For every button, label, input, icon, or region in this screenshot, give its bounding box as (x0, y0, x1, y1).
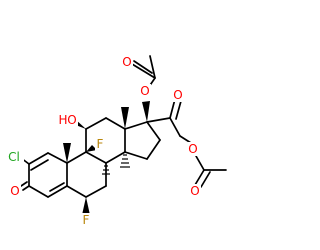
bond-acetate-c-methyl (149, 55, 156, 79)
bond-c20-c21 (169, 117, 181, 137)
svg-text:O: O (190, 184, 199, 198)
svg-text:O: O (188, 142, 197, 156)
bond-c15-c14 (124, 151, 148, 160)
molecule-structure: Cl O F F H O O O O O O (6, 55, 227, 227)
atom-f-9: F (95, 137, 106, 151)
atom-o-carbonyl-17: O (122, 55, 133, 69)
bond-c20-o-inner (175, 100, 182, 120)
bond-c9-c10 (66, 151, 87, 164)
bond-c6-f (82, 197, 90, 215)
ring-d (124, 121, 161, 160)
atom-o-carbonyl-21: O (190, 184, 201, 198)
bond-c3-o-inner (20, 181, 28, 187)
svg-text:F: F (97, 137, 104, 151)
ring-b (66, 151, 107, 198)
atom-cl: Cl (6, 149, 24, 164)
bond-c3-o (22, 185, 30, 191)
bond-c13-c17 (124, 121, 148, 130)
bond-c4-c5-inner (49, 182, 65, 192)
svg-text:O: O (122, 55, 131, 69)
bond-c16-c15 (146, 139, 161, 160)
bond-c8-c9 (85, 151, 107, 164)
bond-acetate2-c-o (194, 169, 205, 186)
ring-a (20, 152, 68, 198)
svg-text:O: O (67, 113, 76, 127)
bond-c8-h (102, 165, 110, 175)
svg-text:O: O (10, 184, 19, 198)
bond-c14-c8 (105, 151, 126, 164)
svg-text:H: H (58, 113, 67, 127)
atom-o-ketone-a: O (10, 184, 21, 198)
bond-c3-c4 (28, 185, 49, 198)
ring-c (85, 117, 126, 164)
bond-c11-c12 (85, 117, 107, 130)
bond-c1-c2 (28, 152, 49, 165)
atom-oh-11: H O (58, 113, 78, 127)
svg-text:O: O (140, 84, 149, 98)
bond-o21-acetate (195, 155, 205, 171)
bond-c5-c6 (66, 185, 87, 198)
svg-text:F: F (83, 213, 90, 227)
bond-c6-c7 (85, 185, 107, 198)
bond-c10-methyl (63, 143, 71, 163)
bond-c1-c2-inner (30, 159, 49, 171)
atom-f-6: F (81, 213, 92, 227)
bond-acetate2-c-o-inner (200, 171, 211, 188)
svg-text:O: O (173, 88, 182, 102)
atom-o-c20: O (173, 88, 184, 102)
bond-c1-c10 (47, 152, 68, 164)
bond-c21-o (179, 135, 192, 144)
bond-c20-o (169, 98, 176, 119)
bond-c4-c5 (47, 185, 68, 198)
bond-acetate-c-o (131, 63, 156, 79)
bond-c12-c13 (105, 117, 126, 130)
bond-c17-c20 (146, 117, 171, 123)
atom-o-ester-21: O (188, 142, 199, 156)
bond-acetate-c-o-inner (133, 60, 153, 74)
bond-c9-f (86, 145, 97, 152)
bond-c17-c16 (146, 121, 161, 141)
svg-text:Cl: Cl (8, 150, 20, 164)
bond-c14-h (120, 154, 130, 168)
bond-c17-oac (142, 101, 150, 122)
atom-o-ester-17: O (140, 84, 151, 98)
bond-c13-methyl (121, 107, 129, 129)
